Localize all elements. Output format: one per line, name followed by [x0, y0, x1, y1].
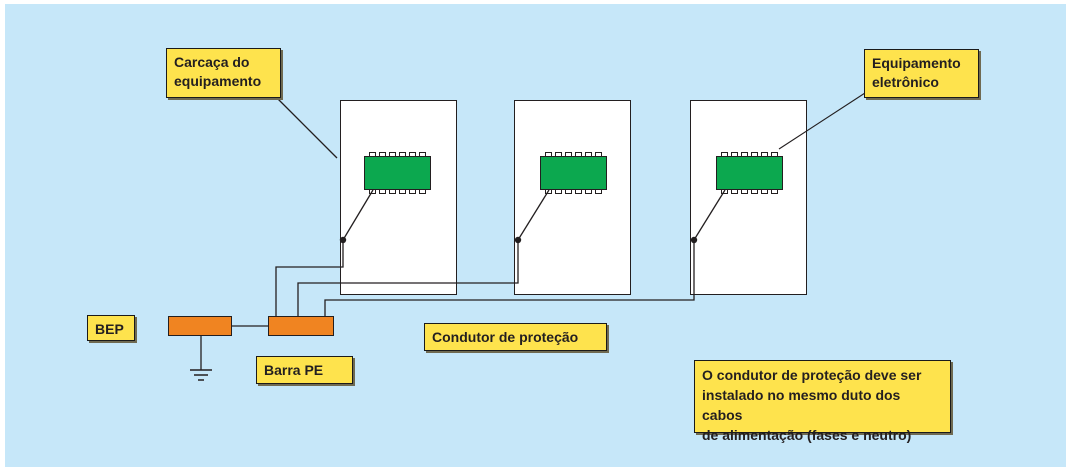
- carcaca-pointer: [276, 97, 338, 159]
- barra-pe-bar: [268, 316, 334, 336]
- equipment-cabinet-2: [514, 100, 631, 295]
- label-barra-pe: Barra PE: [256, 356, 353, 384]
- label-condutor: Condutor de proteção: [424, 323, 607, 351]
- protective-conductor-3: [324, 240, 695, 316]
- equipment-cabinet-3: [690, 100, 807, 295]
- connection-dot: [339, 236, 347, 244]
- equipamento-pointer: [778, 92, 866, 150]
- label-bep: BEP: [87, 315, 135, 341]
- connection-dot: [690, 236, 698, 244]
- chip-2-link: [517, 189, 550, 241]
- label-carcaca: Carcaça do equipamento: [166, 48, 281, 98]
- protective-conductor-1: [275, 240, 344, 316]
- protective-conductor-2: [297, 240, 519, 316]
- connection-dot: [514, 236, 522, 244]
- bep-bar: [168, 316, 232, 336]
- integrated-circuit-icon: [716, 152, 783, 194]
- label-equipamento: Equipamento eletrônico: [864, 49, 979, 98]
- integrated-circuit-icon: [540, 152, 607, 194]
- label-nota: O condutor de proteção deve ser instalad…: [694, 360, 951, 443]
- ground-symbol-icon: [190, 369, 212, 381]
- equipment-cabinet-1: [340, 100, 457, 295]
- chip-3-link: [693, 189, 726, 241]
- chip-1-link: [342, 189, 374, 241]
